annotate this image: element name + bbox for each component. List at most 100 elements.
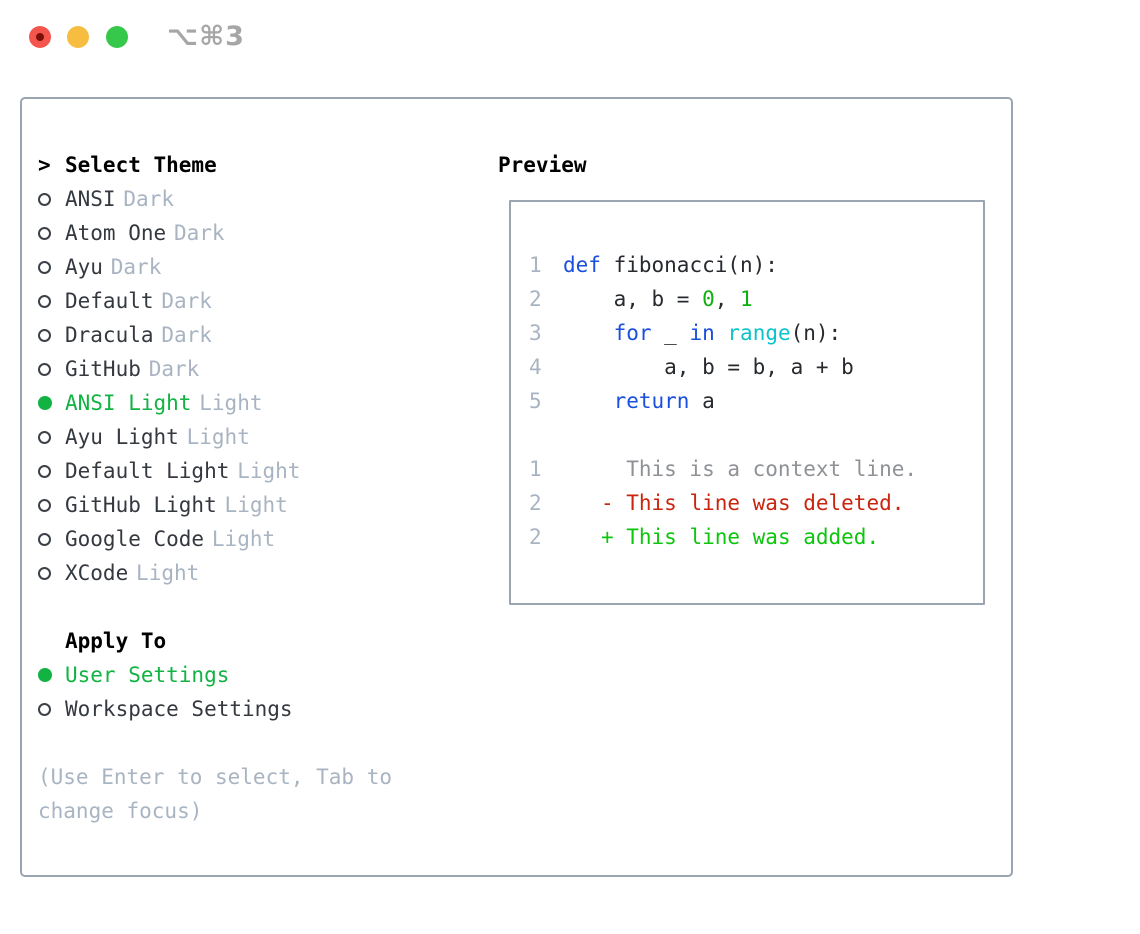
option-variant-label: Dark [161,323,212,347]
diff-line: 2 - This line was deleted. [529,486,983,520]
option-variant-label: Light [237,459,301,483]
close-button[interactable] [29,26,51,48]
option-label: GitHub [65,357,141,381]
line-text: This is a context line. [563,457,918,481]
radio-empty-icon [38,260,65,274]
code-line: 5 return a [529,384,983,418]
option-label: Workspace Settings [65,697,293,721]
option-label: XCode [65,561,129,585]
line-number: 4 [529,355,542,379]
diff-block: 1 This is a context line.2 - This line w… [529,452,983,554]
preview-title: Preview [498,153,587,177]
line-number: 3 [529,321,542,345]
apply-to-header-label: Apply To [65,629,167,653]
line-number: 5 [529,389,542,413]
titlebar: ⌥⌘3 [0,0,1140,74]
theme-option[interactable]: GitHub Light Light [38,488,478,522]
window-title: ⌥⌘3 [167,21,245,52]
option-label: Default Light [65,459,230,483]
theme-option[interactable]: GitHub Dark [38,352,478,386]
line-text: for _ in range(n): [613,321,842,345]
option-label: GitHub Light [65,493,217,517]
radio-empty-icon [38,362,65,376]
theme-option[interactable]: XCode Light [38,556,478,590]
line-text: a, b = 0, 1 [563,287,753,311]
line-number: 2 [529,287,542,311]
option-variant-label: Light [186,425,250,449]
option-label: Dracula [65,323,154,347]
line-number: 2 [529,491,542,515]
apply-to-header: Apply To [38,624,478,658]
code-line: 3 for _ in range(n): [529,316,983,350]
diff-line: 1 This is a context line. [529,452,983,486]
minimize-button[interactable] [67,26,89,48]
line-number: 1 [529,457,542,481]
radio-empty-icon [38,430,65,444]
option-label: Google Code [65,527,205,551]
line-text: def fibonacci(n): [563,253,778,277]
theme-option[interactable]: Dracula Dark [38,318,478,352]
apply-to-option[interactable]: User Settings [38,658,478,692]
option-variant-label: Light [136,561,200,585]
radio-empty-icon [38,294,65,308]
theme-option[interactable]: Default Dark [38,284,478,318]
option-label: ANSI Light [65,391,192,415]
option-variant-label: Light [211,527,276,551]
code-line: 4 a, b = b, a + b [529,350,983,384]
line-text: return a [613,389,715,413]
option-label: ANSI [65,187,116,211]
option-variant-label: Light [224,493,288,517]
theme-option[interactable]: ANSI Light Light [38,386,478,420]
zoom-button[interactable] [106,26,128,48]
radio-empty-icon [38,192,65,206]
option-label: Atom One [65,221,167,245]
apply-to-option[interactable]: Workspace Settings [38,692,478,726]
radio-empty-icon [38,702,65,716]
radio-empty-icon [38,532,65,546]
keyboard-hint: (Use Enter to select, Tab to change focu… [38,765,393,823]
option-variant-label: Light [199,391,263,415]
radio-empty-icon [38,498,65,512]
line-text: - This line was deleted. [600,491,905,515]
radio-empty-icon [38,328,65,342]
option-variant-label: Dark [148,357,200,381]
option-variant-label: Dark [173,221,225,245]
option-label: User Settings [65,663,230,687]
option-variant-label: Dark [161,289,212,313]
code-line: 2 a, b = 0, 1 [529,282,983,316]
option-label: Ayu Light [65,425,179,449]
option-label: Default [65,289,154,313]
line-number: 1 [529,253,542,277]
line-number: 2 [529,525,542,549]
radio-empty-icon [38,566,65,580]
focus-caret-icon: > [38,153,51,177]
diff-line: 2 + This line was added. [529,520,983,554]
select-theme-header: > Select Theme [38,148,478,182]
code-line: 1 def fibonacci(n): [529,248,983,282]
option-variant-label: Dark [123,187,174,211]
close-button-dot [36,33,44,41]
radio-empty-icon [38,464,65,478]
theme-option[interactable]: Ayu Dark [38,250,478,284]
option-variant-label: Dark [110,255,162,279]
select-theme-header-label: Select Theme [65,153,217,177]
theme-option[interactable]: Default Light Light [38,454,478,488]
radio-selected-icon [38,396,65,410]
option-label: Ayu [65,255,103,279]
theme-option[interactable]: Ayu Light Light [38,420,478,454]
theme-option[interactable]: ANSI Dark [38,182,478,216]
radio-selected-icon [38,668,65,682]
line-text: + This line was added. [600,525,880,549]
line-text: a, b = b, a + b [563,355,854,379]
radio-empty-icon [38,226,65,240]
